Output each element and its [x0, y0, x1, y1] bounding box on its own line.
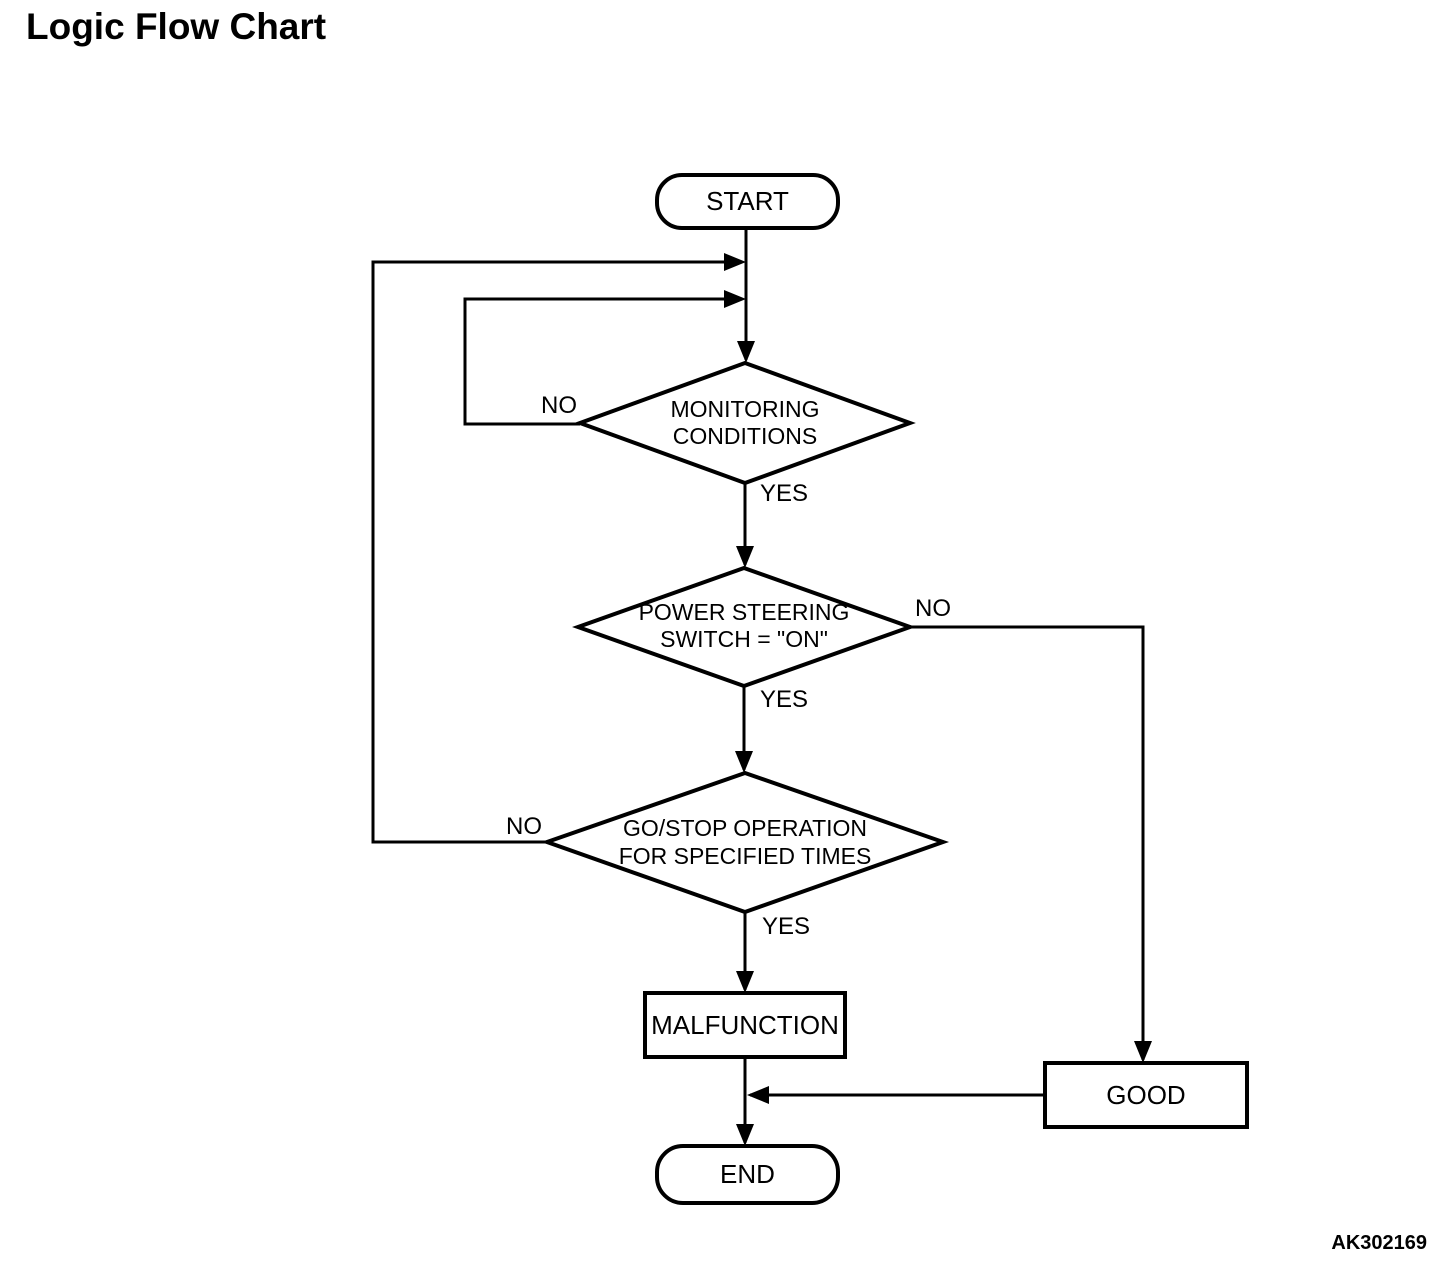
connector-gostop-no-loop	[371, 260, 742, 844]
arrowhead-into-good	[1134, 1041, 1152, 1063]
arrowhead-into-power-steering	[736, 546, 754, 568]
arrowhead-outer-loop-merge	[724, 253, 746, 271]
malfunction-node-shape	[643, 991, 847, 1059]
power-steering-decision-shape	[572, 565, 916, 689]
arrowhead-good-to-junction	[747, 1086, 769, 1104]
end-node-shape	[655, 1144, 840, 1205]
good-node-shape	[1043, 1061, 1249, 1129]
connector-monitoring-no-loop	[463, 297, 742, 426]
arrowhead-into-go-stop	[735, 751, 753, 773]
go-stop-decision-shape	[540, 770, 950, 915]
arrowhead-inner-loop-merge	[724, 290, 746, 308]
start-node-shape	[655, 173, 840, 230]
arrowhead-into-end	[736, 1124, 754, 1146]
connector-lines	[371, 228, 1145, 1143]
connector-powersteering-no	[910, 625, 1145, 1060]
arrowheads	[724, 253, 1152, 1146]
arrowhead-into-malfunction	[736, 971, 754, 993]
monitoring-decision-shape	[574, 360, 916, 486]
figure-code: AK302169	[1331, 1232, 1427, 1254]
arrowhead-into-monitoring	[737, 341, 755, 363]
node-shapes	[540, 173, 1249, 1205]
page-title: Logic Flow Chart	[26, 6, 327, 47]
